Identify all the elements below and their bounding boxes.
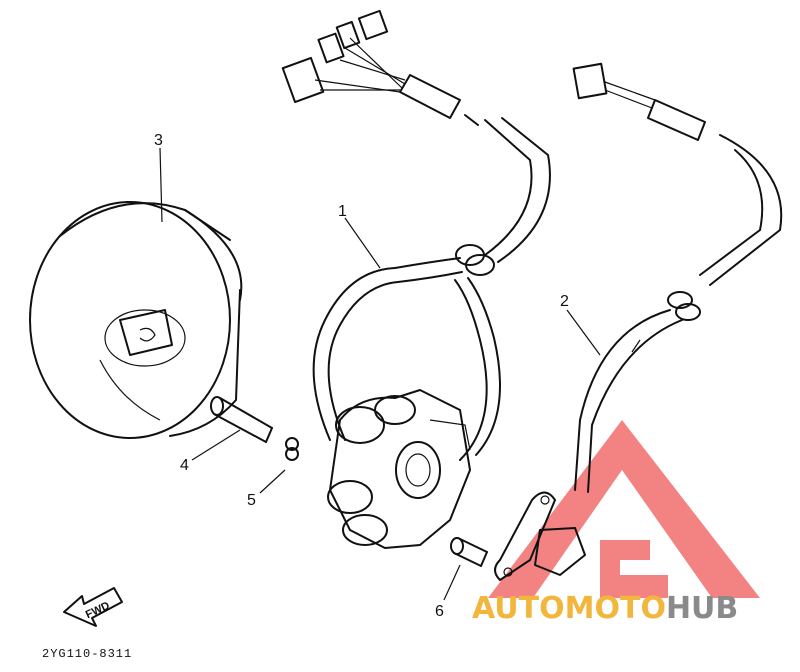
bolt-icon — [450, 537, 488, 567]
triangle-logo-icon — [488, 420, 760, 598]
callout-2: 2 — [560, 293, 569, 310]
leader-lines — [159, 147, 601, 601]
watermark-part1: AUTOMOTO — [472, 591, 666, 626]
watermark-part2: HUB — [666, 591, 738, 626]
connector-icon — [281, 9, 389, 104]
watermark-text: AUTOMOTOHUB — [472, 591, 738, 626]
washer-icon — [285, 437, 299, 461]
callout-1: 1 — [338, 203, 347, 220]
fwd-arrow-icon: FWD — [63, 587, 123, 627]
flywheel-rotor-icon — [29, 201, 243, 439]
callout-5: 5 — [247, 492, 256, 509]
callout-4: 4 — [180, 457, 189, 474]
stator-coil-icon — [312, 37, 551, 549]
callout-3: 3 — [154, 132, 163, 149]
drawing-code: 2YG110-8311 — [42, 647, 132, 661]
callout-6: 6 — [435, 603, 444, 620]
bolt-icon — [210, 396, 273, 443]
pickup-coil-icon — [494, 62, 783, 581]
